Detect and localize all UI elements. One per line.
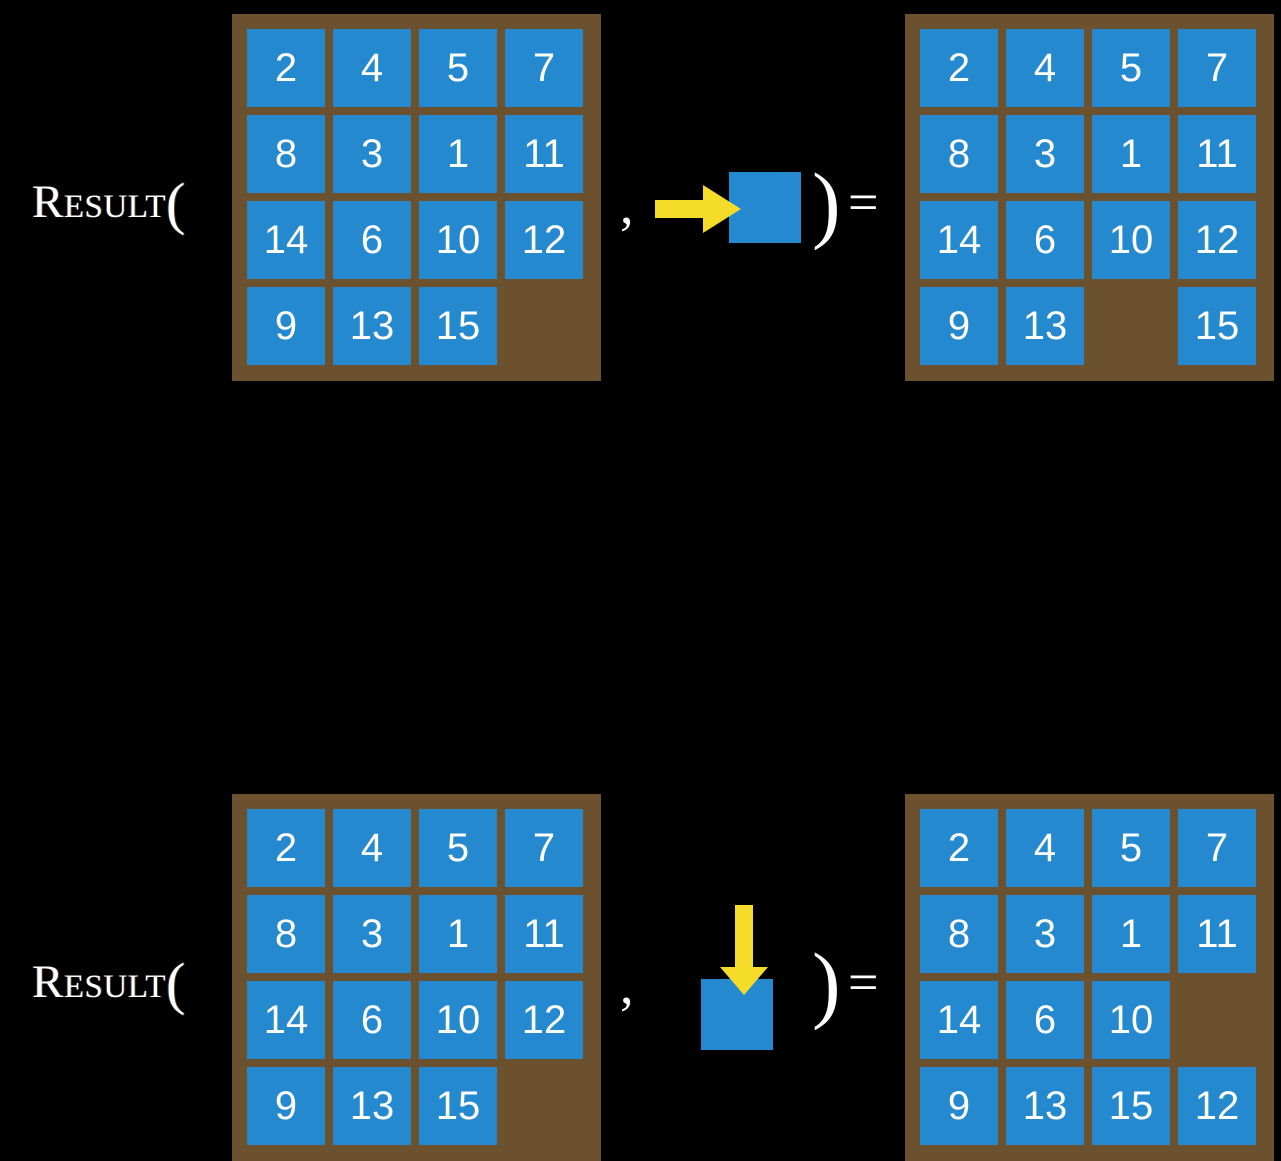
output-board-1-tile-r2c3[interactable]: 1 <box>1092 115 1170 193</box>
input-board-1-tile-r4c2[interactable]: 13 <box>333 287 411 365</box>
input-board-2-tile-r1c4[interactable]: 7 <box>505 809 583 887</box>
input-board-2-tile-r2c1[interactable]: 8 <box>247 895 325 973</box>
open-paren-2: ( <box>165 951 186 1016</box>
result-word-2: Result <box>32 956 166 1008</box>
input-board-1-tile-r3c1[interactable]: 14 <box>247 201 325 279</box>
input-board-1-tile-r1c2[interactable]: 4 <box>333 29 411 107</box>
output-board-1-tile-r1c4[interactable]: 7 <box>1178 29 1256 107</box>
output-board-1-empty-slot <box>1092 287 1170 365</box>
output-board-1-tile-r1c3[interactable]: 5 <box>1092 29 1170 107</box>
input-board-2-tile-r4c2[interactable]: 13 <box>333 1067 411 1145</box>
output-board-2-tile-r4c3[interactable]: 15 <box>1092 1067 1170 1145</box>
output-board-2-empty-slot <box>1178 981 1256 1059</box>
output-board-2-tile-r3c2[interactable]: 6 <box>1006 981 1084 1059</box>
input-board-1-tile-r4c1[interactable]: 9 <box>247 287 325 365</box>
input-board-1-tile-r2c3[interactable]: 1 <box>419 115 497 193</box>
arrow-down-icon <box>720 905 768 995</box>
output-board-1-tile-r4c1[interactable]: 9 <box>920 287 998 365</box>
output-board-2-tile-r2c4[interactable]: 11 <box>1178 895 1256 973</box>
output-board-2-tile-r4c1[interactable]: 9 <box>920 1067 998 1145</box>
input-board-1-tile-r4c3[interactable]: 15 <box>419 287 497 365</box>
equals-sign-1: = <box>848 172 879 232</box>
output-board-2-tile-r2c3[interactable]: 1 <box>1092 895 1170 973</box>
output-board-1-tile-r1c1[interactable]: 2 <box>920 29 998 107</box>
input-board-1-tile-r3c2[interactable]: 6 <box>333 201 411 279</box>
close-paren-1: ) <box>812 155 841 251</box>
output-board-1-tile-r3c1[interactable]: 14 <box>920 201 998 279</box>
output-board-2-tile-r4c4[interactable]: 12 <box>1178 1067 1256 1145</box>
output-board-1-tile-r2c4[interactable]: 11 <box>1178 115 1256 193</box>
output-board-2-tile-r3c1[interactable]: 14 <box>920 981 998 1059</box>
output-board-1-tile-r2c1[interactable]: 8 <box>920 115 998 193</box>
input-board-1-tile-r2c1[interactable]: 8 <box>247 115 325 193</box>
input-board-2-tile-r1c2[interactable]: 4 <box>333 809 411 887</box>
output-board-1-tile-r3c4[interactable]: 12 <box>1178 201 1256 279</box>
arrow-right-icon <box>655 185 741 233</box>
output-board-2-tile-r2c2[interactable]: 3 <box>1006 895 1084 973</box>
output-board-2-tile-r1c2[interactable]: 4 <box>1006 809 1084 887</box>
input-board-2-tile-r4c3[interactable]: 15 <box>419 1067 497 1145</box>
output-board-1-tile-r3c3[interactable]: 10 <box>1092 201 1170 279</box>
input-board-2-tile-r3c2[interactable]: 6 <box>333 981 411 1059</box>
output-board-2-tile-r4c2[interactable]: 13 <box>1006 1067 1084 1145</box>
input-board-1-tile-r1c1[interactable]: 2 <box>247 29 325 107</box>
output-board-2-tile-r2c1[interactable]: 8 <box>920 895 998 973</box>
input-board-1-tile-r3c4[interactable]: 12 <box>505 201 583 279</box>
input-board-2-tile-r2c2[interactable]: 3 <box>333 895 411 973</box>
output-board-2-tile-r3c3[interactable]: 10 <box>1092 981 1170 1059</box>
input-board-1-tile-r1c4[interactable]: 7 <box>505 29 583 107</box>
input-board-2-empty-slot <box>505 1067 583 1145</box>
input-board-1-tile-r2c4[interactable]: 11 <box>505 115 583 193</box>
input-board-2-tile-r2c4[interactable]: 11 <box>505 895 583 973</box>
output-board-2-tile-r1c3[interactable]: 5 <box>1092 809 1170 887</box>
result-function-label-1: Result( <box>32 175 186 233</box>
output-board-1-tile-r3c2[interactable]: 6 <box>1006 201 1084 279</box>
output-board-1-tile-r1c2[interactable]: 4 <box>1006 29 1084 107</box>
output-board-1-tile-r4c4[interactable]: 15 <box>1178 287 1256 365</box>
input-board-2-tile-r1c1[interactable]: 2 <box>247 809 325 887</box>
input-board-1-tile-r2c2[interactable]: 3 <box>333 115 411 193</box>
input-board-2-tile-r3c3[interactable]: 10 <box>419 981 497 1059</box>
output-board-2-tile-r1c1[interactable]: 2 <box>920 809 998 887</box>
move-tile-square-1 <box>729 172 801 243</box>
input-board-2-tile-r1c3[interactable]: 5 <box>419 809 497 887</box>
output-board-1-tile-r2c2[interactable]: 3 <box>1006 115 1084 193</box>
result-function-label-2: Result( <box>32 955 186 1013</box>
open-paren-1: ( <box>165 171 186 236</box>
input-board-1-tile-r3c3[interactable]: 10 <box>419 201 497 279</box>
result-word-1: Result <box>32 176 166 228</box>
output-board-2-tile-r1c4[interactable]: 7 <box>1178 809 1256 887</box>
input-board-2-tile-r3c1[interactable]: 14 <box>247 981 325 1059</box>
input-board-2-tile-r2c3[interactable]: 1 <box>419 895 497 973</box>
input-board-1-tile-r1c3[interactable]: 5 <box>419 29 497 107</box>
close-paren-2: ) <box>812 935 841 1031</box>
output-board-1-tile-r4c2[interactable]: 13 <box>1006 287 1084 365</box>
input-board-1-empty-slot <box>505 287 583 365</box>
argument-separator-comma-2: , <box>620 955 634 1015</box>
move-operation-1[interactable] <box>655 165 805 255</box>
input-board-2-tile-r4c1[interactable]: 9 <box>247 1067 325 1145</box>
move-operation-2[interactable] <box>690 900 800 1060</box>
equals-sign-2: = <box>848 952 879 1012</box>
input-board-2-tile-r3c4[interactable]: 12 <box>505 981 583 1059</box>
argument-separator-comma-1: , <box>620 175 634 235</box>
